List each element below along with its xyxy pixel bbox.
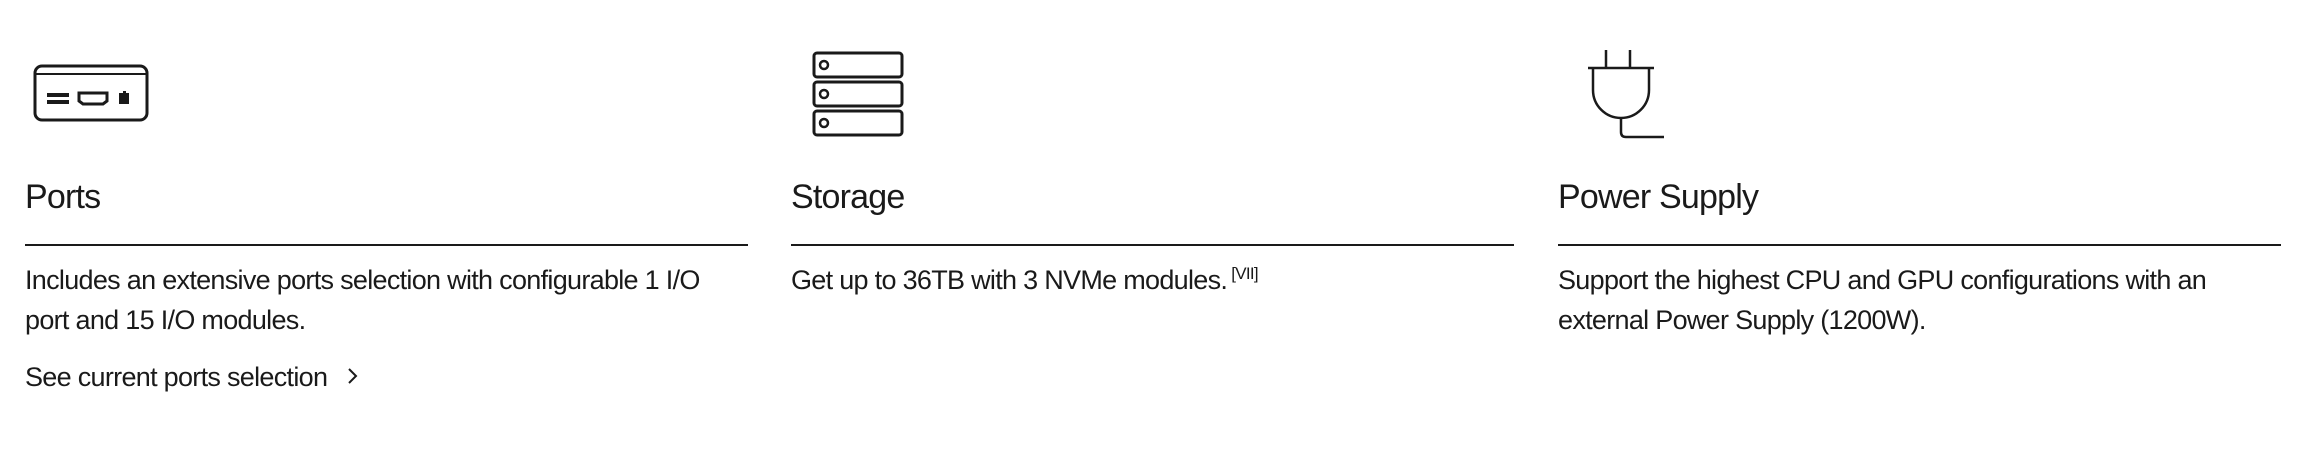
feature-storage: Storage Get up to 36TB with 3 NVMe modul…: [791, 0, 1514, 454]
divider: [1558, 244, 2281, 246]
power-plug-icon: [1586, 48, 1666, 140]
feature-title: Ports: [25, 178, 101, 216]
ports-icon: [33, 64, 149, 122]
feature-title: Power Supply: [1558, 178, 1759, 216]
divider: [25, 244, 748, 246]
feature-power-supply: Power Supply Support the highest CPU and…: [1558, 0, 2281, 454]
see-ports-selection-link[interactable]: See current ports selection: [25, 362, 359, 393]
feature-title: Storage: [791, 178, 905, 216]
feature-description: Support the highest CPU and GPU configur…: [1558, 265, 2207, 335]
chevron-right-icon: [347, 362, 359, 393]
feature-description: Includes an extensive ports selection wi…: [25, 265, 700, 335]
feature-description: Get up to 36TB with 3 NVMe modules.[VII]: [791, 260, 1514, 300]
storage-icon: [812, 51, 904, 137]
link-label: See current ports selection: [25, 362, 328, 392]
feature-ports: Ports Includes an extensive ports select…: [25, 0, 748, 454]
description-text: Get up to 36TB with 3 NVMe modules.: [791, 265, 1228, 295]
divider: [791, 244, 1514, 246]
footnote-link[interactable]: [VII]: [1231, 264, 1258, 283]
